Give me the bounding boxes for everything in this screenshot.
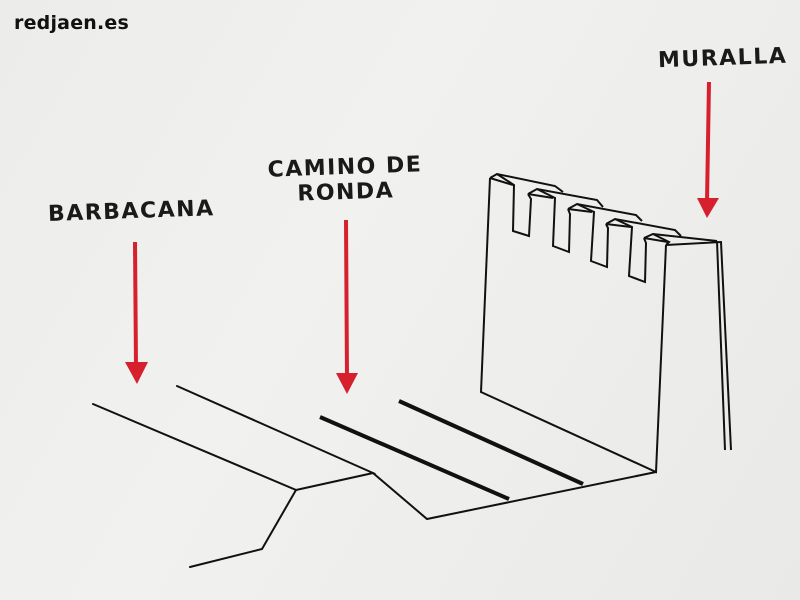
camino-line-2: [398, 399, 584, 486]
path-floor: [372, 471, 657, 521]
barbacana-outer-edge: [92, 403, 298, 568]
arrow-muralla: [697, 81, 719, 218]
muralla-wall: [479, 172, 732, 474]
site-watermark: redjaen.es: [14, 12, 130, 34]
barbacana-inner-edge: [176, 385, 377, 491]
arrow-camino-de-ronda: [336, 219, 358, 394]
camino-line-1: [319, 415, 510, 501]
arrow-barbacana: [125, 241, 148, 384]
